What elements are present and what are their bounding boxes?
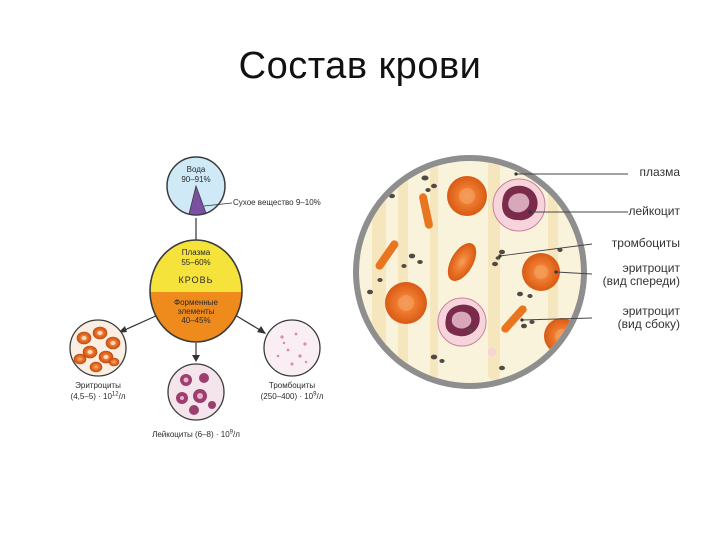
label-platelets: тромбоциты (611, 236, 680, 250)
platelets-name: Тромбоциты (268, 381, 316, 390)
water-label: Вода (186, 165, 206, 174)
slide-title: Состав крови (238, 45, 482, 87)
platelets-count: (250–400) · 109/л (260, 391, 324, 401)
erythrocytes-count: (4,5–5) · 1012/л (70, 391, 126, 401)
leukocytes-label: Лейкоциты (6–8) · 109/л (152, 429, 240, 439)
label-erythrocyte-side-2: (вид сбоку) (617, 317, 680, 331)
formed-elements-value: 40–45% (181, 316, 211, 325)
formed-elements-label-1: Форменные (174, 298, 218, 307)
erythrocyte-oval (447, 243, 477, 281)
erythrocyte-sample-circle (69, 319, 127, 377)
leukocyte-sample-circle (167, 363, 225, 421)
water-value: 90–91% (181, 175, 211, 184)
dry-matter-label: Сухое вещество 9–10% (233, 198, 321, 207)
microscope-view (353, 155, 628, 389)
erythrocyte-side-cells (375, 193, 527, 333)
formed-elements-label-2: элементы (177, 307, 215, 316)
blood-word: КРОВЬ (178, 275, 214, 285)
blood-center-circle (149, 239, 243, 343)
plasma-label: Плазма (181, 248, 211, 257)
label-plasma: плазма (639, 165, 680, 179)
label-erythrocyte-front-2: (вид спереди) (602, 274, 680, 288)
plasma-value: 55–60% (181, 258, 211, 267)
label-leukocyte: лейкоцит (628, 204, 680, 218)
erythrocytes-name: Эритроциты (75, 381, 121, 390)
label-erythrocyte-side-1: эритроцит (622, 304, 680, 318)
leukocyte-cells (437, 178, 546, 356)
pointer-lines (499, 173, 628, 321)
platelet-sample-circle (263, 319, 321, 377)
label-erythrocyte-front-1: эритроцит (622, 261, 680, 275)
water-circle (166, 156, 226, 216)
